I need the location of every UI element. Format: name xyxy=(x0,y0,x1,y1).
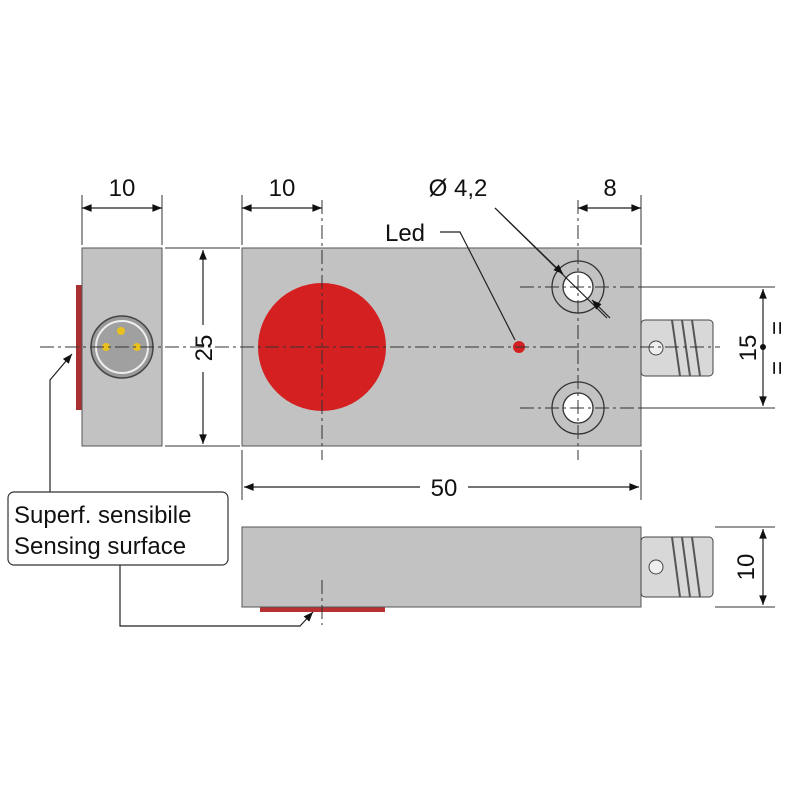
led-label: Led xyxy=(385,220,425,247)
connector-icon xyxy=(640,319,714,377)
pin-icon xyxy=(133,343,141,351)
dim-height: 25 xyxy=(191,335,218,362)
extension-lines xyxy=(81,195,775,608)
dim-length: 50 xyxy=(431,475,458,502)
pin-icon xyxy=(117,327,125,335)
pin-icon xyxy=(102,343,110,351)
dim-hole-offset: 8 xyxy=(603,175,616,202)
sensing-surface-label: Superf. sensibile Sensing surface xyxy=(7,491,229,566)
dim-hole-spacing: 15 xyxy=(735,335,762,362)
dim-sensor-offset: 10 xyxy=(269,175,296,202)
equal-mark: = xyxy=(764,321,791,335)
side-body xyxy=(241,526,642,608)
label-italian: Superf. sensibile xyxy=(14,502,191,529)
label-english: Sensing surface xyxy=(14,533,186,560)
side-view xyxy=(241,526,714,612)
dim-left-width: 10 xyxy=(109,175,136,202)
connector-icon xyxy=(640,536,714,598)
dim-thickness: 10 xyxy=(733,554,760,581)
dim-hole-diameter: Ø 4,2 xyxy=(429,175,488,202)
equal-mark: = xyxy=(764,361,791,375)
